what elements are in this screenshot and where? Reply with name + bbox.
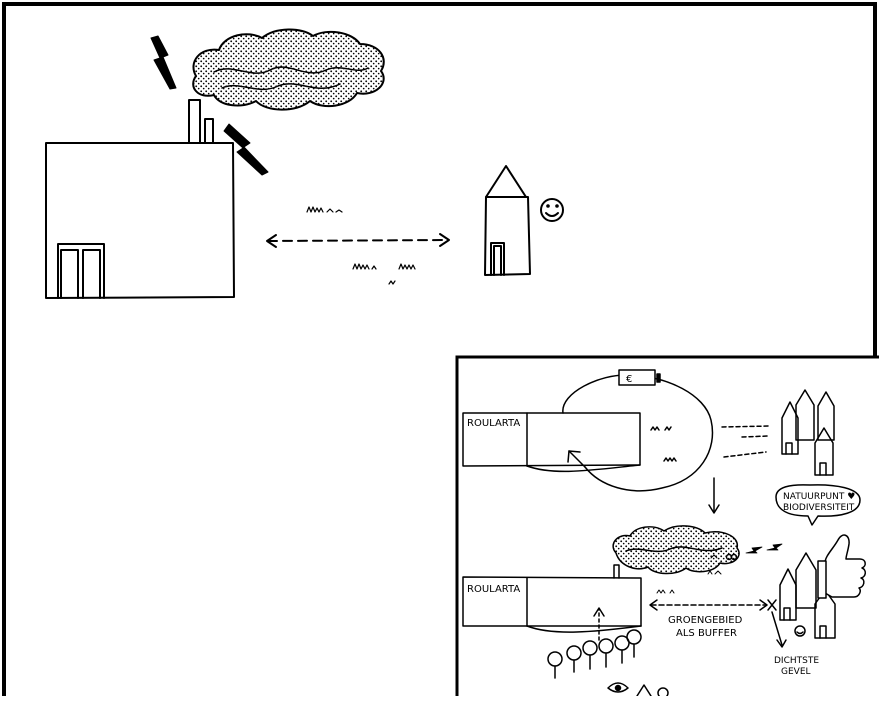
buffer-line-2: ALS BUFFER	[676, 628, 737, 639]
factory-icon	[46, 100, 234, 298]
buffer-line-1: GROENGEBIED	[668, 615, 743, 626]
label-roularta-bottom: ROULARTA	[467, 584, 520, 595]
distance-arrow	[267, 234, 449, 247]
smoke-cloud-icon	[193, 29, 384, 109]
bubble-line-1: NATUURPUNT ♥	[783, 492, 855, 502]
facade-line-1: DICHTSTE	[774, 656, 819, 666]
bubble-line-2: BIODIVERSITEIT	[783, 503, 855, 513]
smiley-icon	[541, 199, 563, 221]
grass-marks	[307, 207, 415, 284]
money-symbol: €	[626, 374, 632, 385]
house-icon	[485, 166, 530, 275]
large-scene	[46, 29, 563, 298]
inset-panel: € ROULARTA ROULARTA NATUURPUNT ♥ BIODIVE…	[457, 357, 879, 696]
facade-line-2: GEVEL	[781, 667, 811, 677]
label-roularta-top: ROULARTA	[467, 418, 520, 429]
